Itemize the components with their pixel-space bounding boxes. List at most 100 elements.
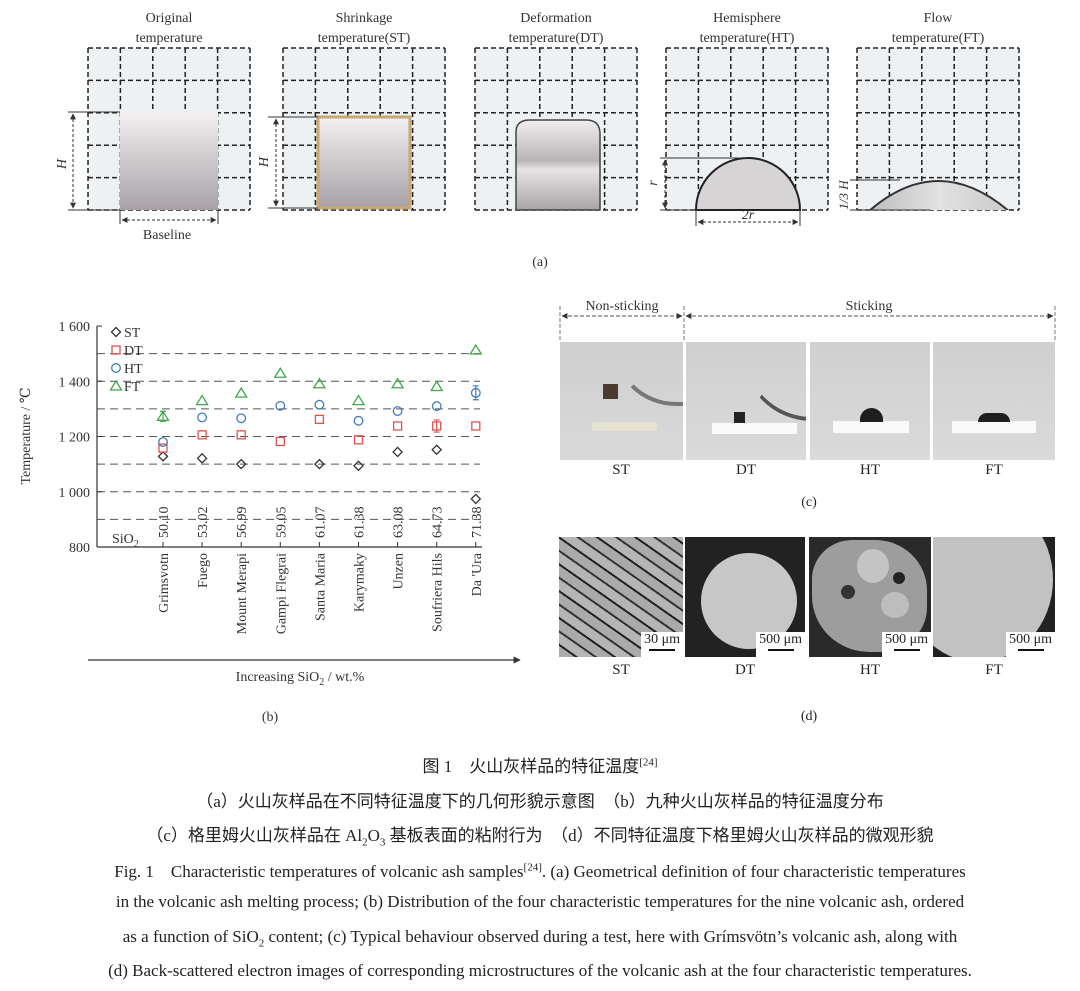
category-label: Gampi Flegrai [274,553,289,634]
data-point-dt [236,430,246,440]
legend-label: DT [124,344,143,359]
data-point-dt [471,421,481,431]
sio2-value-label: 50.10 [157,507,172,539]
x-label-tail: / wt.% [324,670,364,685]
category-label: Mount Merapi [235,553,250,634]
photo-st-sticking [560,342,683,460]
citation: [24] [523,861,542,874]
data-point-ft [273,366,287,378]
micrograph-label: ST [612,662,630,678]
data-point-ft [390,377,405,389]
caption-en-line: in the volcanic ash melting process; (b)… [115,892,965,911]
caption-cn-line: （c）格里姆火山灰样品在 Al2O3 基板表面的粘附行为 （d）不同特征温度下格… [0,821,1080,848]
data-point-dt [158,443,168,453]
sticking-label: Sticking [846,299,893,314]
data-point-ht [353,415,364,426]
x-label-main: Increasing SiO [236,670,320,685]
x-axis-label: Increasing SiO2 / wt.% [236,670,365,688]
data-point-st [235,458,247,470]
legend-label: HT [124,362,143,377]
panel-a-titles: Original temperature Shrinkage temperatu… [136,11,985,46]
category-label: Da 'Ura [470,552,485,596]
category-label: Soufriera Hils [431,553,446,632]
photo-ht-sticking [810,342,930,460]
category-label: Karymaky [353,553,368,612]
sticking-header: Non-sticking Sticking [559,298,1056,342]
subscript: 2 [258,937,265,950]
micrograph-label: DT [735,662,755,678]
stage-title: Shrinkage [336,11,393,26]
caption-cn-title: 图 1 火山灰样品的特征温度[24] [0,752,1080,777]
category-label: Grimsvotn [157,553,172,613]
data-point-ft [430,380,444,392]
y-tick-label: 1 000 [59,486,91,501]
sio2-sub: 2 [134,539,139,550]
caption-text: content; (c) Typical behaviour observed … [264,927,958,946]
data-point-ht [470,387,481,398]
sio2-value-label: 56.99 [235,507,250,539]
legend-label: ST [124,326,141,341]
citation: [24] [639,756,658,769]
data-point-ht [197,412,208,423]
legend-marker-st [110,326,122,338]
caption-en-line: Fig. 1 Characteristic temperatures of vo… [0,857,1080,882]
data-point-st [470,493,482,505]
legend-marker-dt [111,345,121,355]
stage-title: Original [146,11,193,26]
scale-bar: 500 μm [1006,632,1055,657]
y-axis-label: Temperature / ℃ [19,387,34,484]
data-point-ft [234,386,248,398]
scale-bar: 500 μm [756,632,805,657]
scale-label: 500 μm [759,632,802,647]
caption-cn-line: （a）火山灰样品在不同特征温度下的几何形貌示意图 （b）九种火山灰样品的特征温度… [196,792,884,811]
scale-label: 500 μm [885,632,928,647]
subscript: 3 [379,836,386,849]
data-point-dt [197,430,207,440]
data-point-st [431,444,443,456]
micrograph-st: 30 μm [559,537,683,657]
data-point-dt [353,435,364,445]
caption-text: as a function of SiO [122,927,259,946]
data-point-dt [314,414,325,425]
data-point-ht [392,406,403,417]
data-point-ht [158,437,168,447]
sio2-row-label: SiO2 [112,532,139,550]
stage-subtitle: temperature(ST) [318,31,411,46]
panel-c-tag: (c) [801,495,817,510]
stage-title: Deformation [520,11,592,26]
sio2-value-label: 59.05 [274,507,289,539]
data-point-st [353,460,364,472]
sio2-value-label: 63.08 [392,507,407,539]
data-point-st [313,458,325,470]
micrograph-ht: 500 μm [809,537,931,657]
flow-sample [868,180,1010,210]
data-point-ht [236,413,247,424]
legend-label: FT [124,380,141,395]
stage-subtitle: temperature(DT) [509,31,604,46]
x-label-sub: 2 [319,677,324,688]
radius-label: r [646,180,661,186]
photo-ft-sticking [933,342,1055,460]
caption-text: 图 1 火山灰样品的特征温度 [422,757,640,776]
data-point-dt [392,421,403,431]
data-point-ft [156,410,170,421]
data-point-dt [432,421,442,431]
category-label: Fuego [196,553,211,588]
sio2-value-label: 53.02 [196,507,211,539]
non-sticking-label: Non-sticking [585,299,658,314]
data-point-ft [312,377,327,389]
legend-marker-ft [109,379,123,391]
data-point-st [157,450,169,462]
photo-label: DT [736,462,756,478]
data-point-dt [275,436,285,447]
stage-title: Hemisphere [713,11,781,26]
deformation-sample [515,119,601,211]
panel-d-tag: (d) [800,709,818,724]
baseline-label: Baseline [143,228,191,243]
data-point-ht [314,399,325,410]
scale-bar: 30 μm [641,632,683,657]
micrograph-dt: 500 μm [685,537,805,657]
photo-label: HT [860,462,880,478]
caption-text: 基板表面的粘附行为 （d）不同特征温度下格里姆火山灰样品的微观形貌 [385,826,934,845]
